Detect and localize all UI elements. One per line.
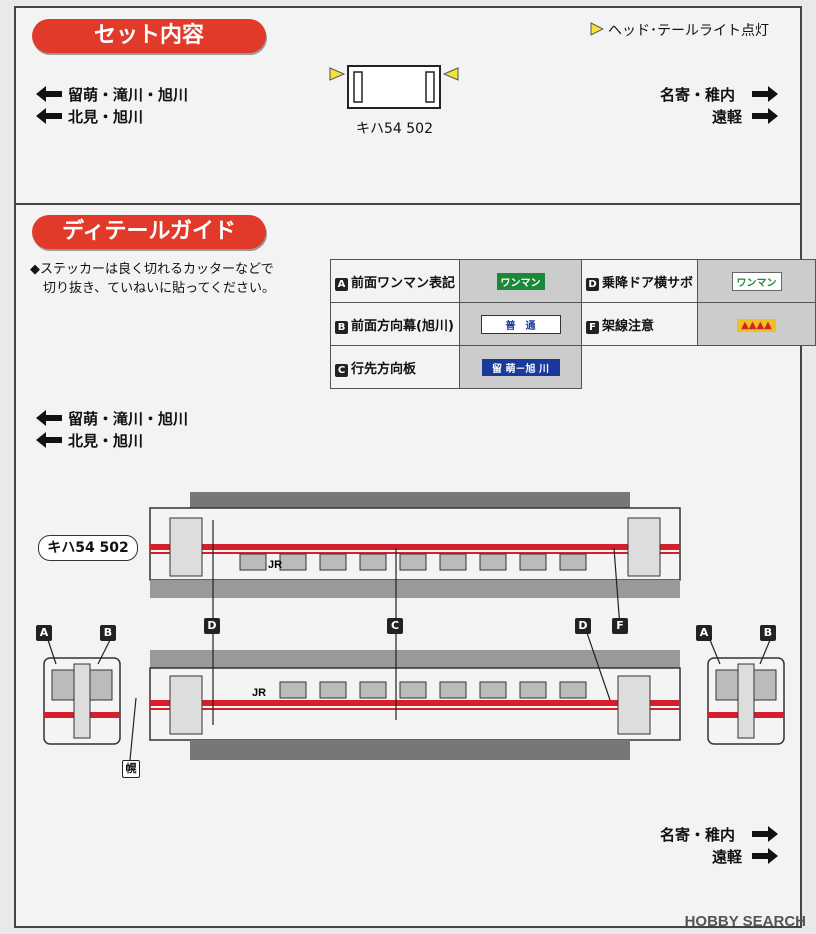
watermark: HOBBY SEARCH <box>684 913 806 930</box>
arrow-left-icon <box>36 86 62 102</box>
headlight-note: ヘッド･テールライト点灯 <box>608 23 769 39</box>
callout-f: F <box>612 618 628 634</box>
route-left-line-1: 留萌・滝川・旭川 <box>68 86 189 104</box>
sticker-one-man: ワンマン <box>496 272 545 290</box>
arrow-right-icon <box>752 108 778 124</box>
callout-a-left: A <box>36 625 52 641</box>
callout-hood: 幌 <box>122 760 140 778</box>
callout-a-right: A <box>696 625 712 641</box>
arrow-left-icon <box>36 410 62 426</box>
manual-page-frame <box>14 6 802 928</box>
sticker-instruction-line-1: ◆ステッカーは良く切れるカッターなどで <box>30 262 274 277</box>
route-right-line-2: 遠軽 <box>712 848 743 866</box>
railcar-side-view-upper: JR <box>149 492 681 598</box>
set-contents-heading: セット内容 <box>32 19 266 53</box>
sticker-caution: ▲▲▲▲ <box>737 318 776 332</box>
railcar-front-view-left <box>43 657 121 745</box>
callout-d-left: D <box>204 618 220 634</box>
sticker-instruction-line-2: 切り抜き、ていねいに貼ってください。 <box>30 281 276 296</box>
route-right-line-1: 名寄・稚内 <box>660 86 736 104</box>
arrow-right-icon <box>752 826 778 842</box>
callout-b-right: B <box>760 625 776 641</box>
railcar-side-view-lower: JR <box>149 650 681 760</box>
arrow-right-icon <box>752 86 778 102</box>
callout-d-right: D <box>575 618 591 634</box>
callout-c: C <box>387 618 403 634</box>
jr-mark: JR <box>268 559 282 571</box>
sticker-destination: 留 萌－旭 川 <box>481 358 560 376</box>
section-divider <box>14 203 802 205</box>
arrow-left-icon <box>36 432 62 448</box>
headlight-triangle-icon <box>590 22 604 36</box>
car-number-label: キハ54 502 <box>38 535 138 561</box>
route-right-line-2: 遠軽 <box>712 108 743 126</box>
jr-mark: JR <box>252 687 266 699</box>
route-left-line-1: 留萌・滝川・旭川 <box>68 410 189 428</box>
detail-guide-heading: ディテールガイド <box>32 215 266 249</box>
car-number-caption: キハ54 502 <box>356 121 433 137</box>
sticker-door-sabo: ワンマン <box>731 271 782 291</box>
route-right-line-1: 名寄・稚内 <box>660 826 736 844</box>
callout-b-left: B <box>100 625 116 641</box>
arrow-right-icon <box>752 848 778 864</box>
car-top-view-diagram <box>329 65 459 109</box>
route-left-line-2: 北見・旭川 <box>68 432 144 450</box>
railcar-front-view-right <box>707 657 785 745</box>
route-left-line-2: 北見・旭川 <box>68 108 144 126</box>
sticker-local: 普 通 <box>480 314 561 334</box>
arrow-left-icon <box>36 108 62 124</box>
